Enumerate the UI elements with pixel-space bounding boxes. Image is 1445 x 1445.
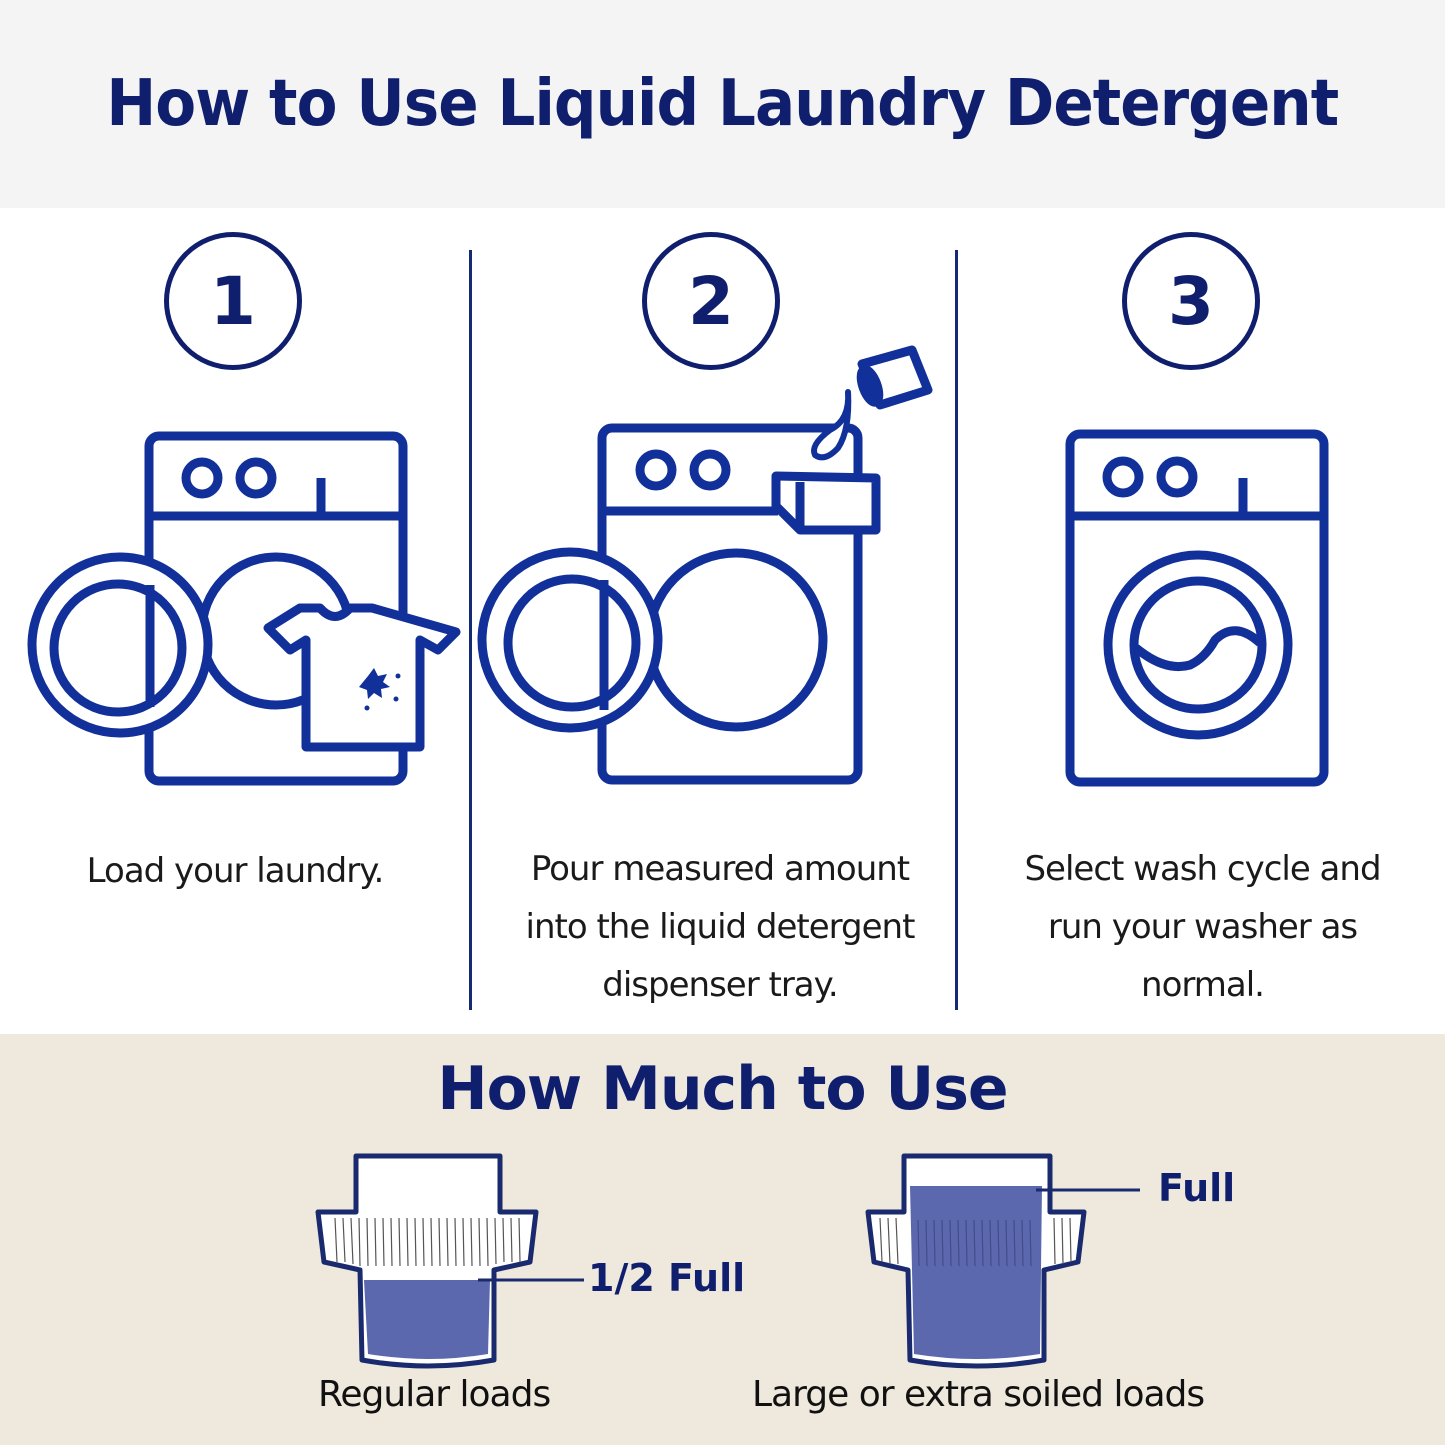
section-title: How Much to Use	[437, 1054, 1008, 1124]
measuring-cap-half-icon	[310, 1148, 550, 1392]
washer-running-icon	[958, 208, 1445, 828]
step-text-line: Select wash cycle and	[1024, 849, 1381, 889]
fill-level-pointer	[1036, 1188, 1140, 1192]
load-caption: Regular loads	[318, 1374, 551, 1415]
step-number-badge: 3	[1122, 232, 1260, 370]
load-caption: Large or extra soiled loads	[752, 1374, 1205, 1415]
step-description: Select wash cycle and run your washer as…	[980, 840, 1425, 1014]
step-text-line: into the liquid detergent	[525, 907, 916, 947]
column-divider	[955, 250, 958, 1010]
fill-level-label: 1/2 Full	[588, 1256, 746, 1300]
step-number: 2	[688, 262, 734, 340]
step-number: 3	[1168, 262, 1214, 340]
fill-level-pointer	[478, 1278, 584, 1282]
washer-loading-shirt-icon	[0, 208, 470, 828]
measuring-cap-full-icon	[860, 1148, 1100, 1392]
step-text-line: Load your laundry.	[86, 851, 385, 891]
step-number: 1	[210, 262, 256, 340]
step-text-line: normal.	[1141, 965, 1265, 1005]
how-much-section: How Much to Use 1/2 Full Regu	[0, 1034, 1445, 1445]
steps-section: 1 2 3	[0, 208, 1445, 1034]
page-title: How to Use Liquid Laundry Detergent	[106, 67, 1340, 141]
step-text-line: run your washer as	[1047, 907, 1358, 947]
step-number-badge: 1	[164, 232, 302, 370]
step-text-line: Pour measured amount	[530, 849, 910, 889]
washer-pour-detergent-icon	[470, 208, 955, 828]
column-divider	[469, 250, 472, 1010]
step-description: Pour measured amount into the liquid det…	[490, 840, 950, 1014]
step-number-badge: 2	[642, 232, 780, 370]
step-description: Load your laundry.	[20, 842, 450, 900]
fill-level-label: Full	[1158, 1166, 1236, 1210]
step-text-line: dispenser tray.	[602, 965, 838, 1005]
page-header: How to Use Liquid Laundry Detergent	[0, 0, 1445, 208]
